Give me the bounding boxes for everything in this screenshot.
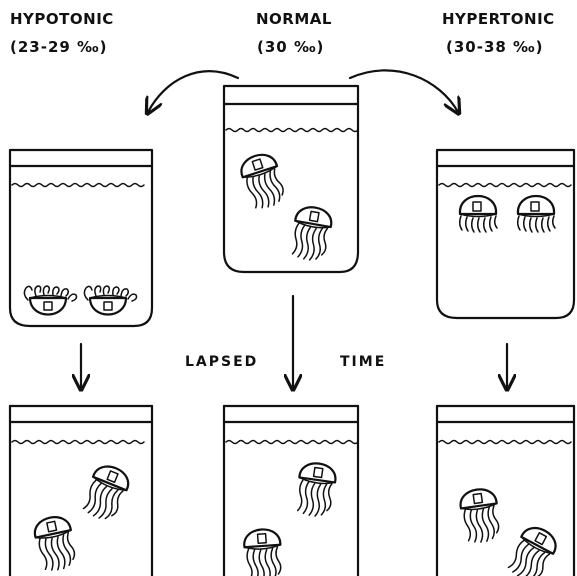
hypotonic-label: HYPOTONIC — [10, 10, 114, 28]
normal-label: NORMAL — [256, 10, 332, 28]
jellyfish — [238, 150, 289, 211]
normal-range-label: (30 ‰) — [257, 38, 324, 56]
beaker-hypotonic-start — [10, 150, 152, 326]
beaker-hypertonic-end — [437, 406, 574, 576]
jellyfish — [84, 286, 136, 315]
jellyfish — [294, 461, 337, 518]
beaker-normal-start — [224, 86, 358, 272]
jellyfish — [289, 205, 334, 263]
jellyfish — [459, 487, 502, 544]
lapsed-label: LAPSED — [185, 354, 258, 370]
arrow-to-hypertonic — [350, 70, 458, 112]
hypotonic-range-label: (23-29 ‰) — [10, 38, 108, 56]
jellyfish — [243, 528, 283, 576]
jellyfish — [504, 522, 561, 576]
beaker-hypotonic-end — [10, 406, 152, 576]
jellyfish — [32, 514, 78, 573]
jellyfish — [460, 196, 497, 232]
hypertonic-range-label: (30-38 ‰) — [446, 38, 544, 56]
beaker-hypertonic-start — [437, 150, 574, 318]
hypertonic-label: HYPERTONIC — [442, 10, 555, 28]
jellyfish — [518, 196, 555, 232]
jellyfish — [80, 461, 133, 523]
beaker-normal-end — [224, 406, 358, 576]
jellyfish — [24, 286, 76, 315]
time-label: TIME — [340, 354, 386, 370]
